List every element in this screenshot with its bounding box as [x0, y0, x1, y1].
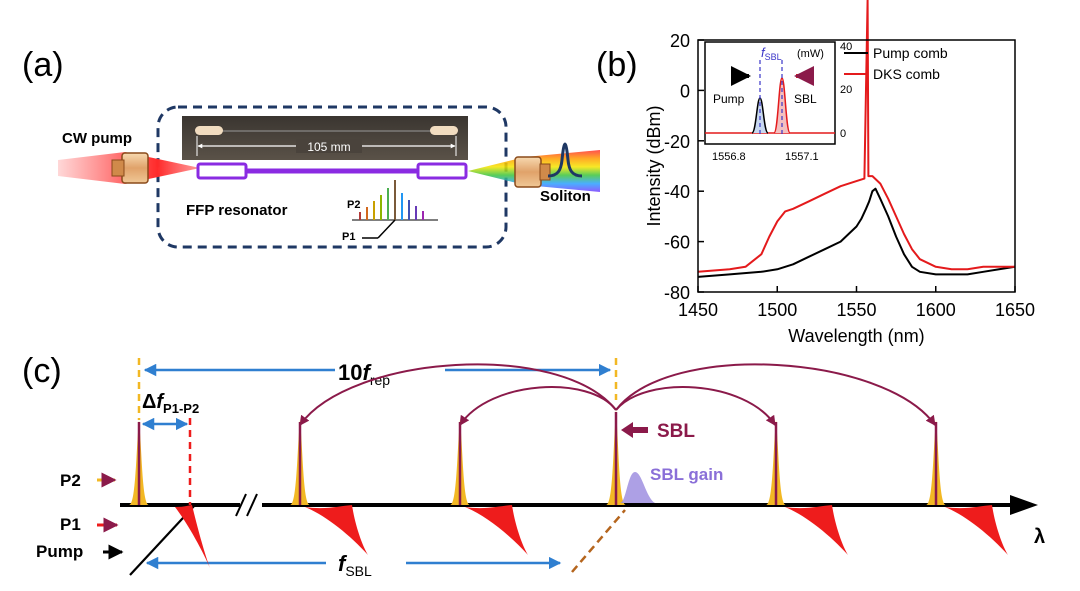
length-label: 105 mm [307, 140, 350, 154]
cw-pump-label: CW pump [62, 130, 132, 147]
p1-peak-4 [785, 505, 848, 555]
inset-xtick-1: 1556.8 [712, 151, 746, 163]
comb-spectrum [352, 180, 438, 239]
comb-line-sbl [606, 410, 626, 505]
sbl-arrow [621, 422, 648, 438]
inset-ytick-40: 40 [840, 41, 852, 53]
inset-chart: Pump SBL fSBL (mW) 40 20 0 1556.8 1557.1 [704, 41, 852, 163]
y-tick-label--60: -60 [664, 233, 690, 253]
y-tick-label--80: -80 [664, 283, 690, 303]
p2-label-a: P2 [347, 199, 360, 211]
soliton-pulse [547, 142, 583, 178]
chart-legend: Pump comb DKS comb [844, 45, 948, 82]
comb-line-5 [766, 420, 786, 505]
arc-near-right [615, 386, 776, 426]
x-axis-label: Wavelength (nm) [788, 326, 924, 346]
ffp-resonator [196, 162, 468, 180]
p2-label-c: P2 [60, 471, 81, 490]
p1-peak-5 [945, 505, 1008, 555]
comb-line-3 [450, 420, 470, 505]
panel-c: (c) λ 10frep ΔfP1-P2 fSBL [22, 352, 1045, 579]
p1-peak-2 [305, 505, 368, 555]
p1-label-c: P1 [60, 515, 81, 534]
comb-line-6 [926, 420, 946, 505]
p1-peak-1 [175, 505, 210, 568]
legend-label-pump: Pump comb [873, 45, 948, 61]
inset-ytick-20: 20 [840, 84, 852, 96]
resonator-label: FFP resonator [186, 202, 288, 219]
soliton-label: Soliton [540, 188, 591, 205]
inset-fsbl-label: fSBL [761, 45, 782, 62]
x-tick-label-1600: 1600 [916, 300, 956, 320]
p1-label-a: P1 [342, 231, 355, 243]
dashed-diagonal [571, 509, 626, 573]
delta-label: ΔfP1-P2 [142, 391, 199, 416]
axis-break-2 [246, 493, 258, 517]
input-collimator [111, 152, 149, 184]
arc-far-left [299, 363, 617, 426]
inset-xtick-2: 1557.1 [785, 151, 819, 163]
panel-b-label: (b) [596, 46, 638, 84]
sbl-gain-label: SBL gain [650, 465, 723, 484]
panel-a: (a) CW pump 105 mm FFP res [22, 46, 600, 249]
comb-line-1 [129, 420, 149, 505]
axis-arrowhead [1010, 495, 1038, 515]
panel-a-label: (a) [22, 46, 64, 84]
y-tick-label-0: 0 [680, 81, 690, 101]
series-line-1 [697, 0, 1015, 273]
sbl-gain-profile [620, 472, 655, 503]
main-chart: 1450 1500 1550 1600 1650 20 0 -20 -40 -60 -80Wavel… [644, 0, 1035, 346]
coupling-arcs [299, 363, 936, 426]
inset-ytick-0: 0 [840, 128, 846, 140]
pump-label-c: Pump [36, 542, 83, 561]
output-collimator [514, 156, 551, 188]
arc-near-left [459, 386, 617, 426]
inset-unit-label: (mW) [797, 48, 824, 60]
inset-sbl-label: SBL [794, 92, 817, 106]
series-line-0 [697, 187, 1016, 278]
y-tick-label-20: 20 [670, 31, 690, 51]
resonator-frame [156, 105, 508, 249]
panel-c-label: (c) [22, 352, 62, 390]
inset-pump-label: Pump [713, 92, 745, 106]
comb-line-2 [290, 420, 310, 505]
fsbl-label: fSBL [338, 551, 372, 579]
lambda-label: λ [1034, 526, 1045, 548]
x-tick-label-1450: 1450 [678, 300, 718, 320]
legend-label-dks: DKS comb [873, 66, 940, 82]
axis-break-1 [235, 493, 247, 517]
panel-b: (b) 1450 1500 1550 1600 1650 20 0 -20 -40 -60 -80W… [596, 0, 1035, 346]
x-tick-label-1500: 1500 [757, 300, 797, 320]
arc-far-right [615, 363, 936, 426]
x-tick-label-1650: 1650 [995, 300, 1035, 320]
y-tick-label--40: -40 [664, 182, 690, 202]
y-tick-label--20: -20 [664, 132, 690, 152]
x-tick-label-1550: 1550 [836, 300, 876, 320]
inset-frame [704, 41, 836, 145]
sbl-label: SBL [657, 421, 695, 442]
y-axis-label: Intensity (dBm) [644, 105, 664, 226]
resonator-photo: 105 mm [182, 116, 468, 160]
p1-peak-3 [465, 505, 528, 555]
